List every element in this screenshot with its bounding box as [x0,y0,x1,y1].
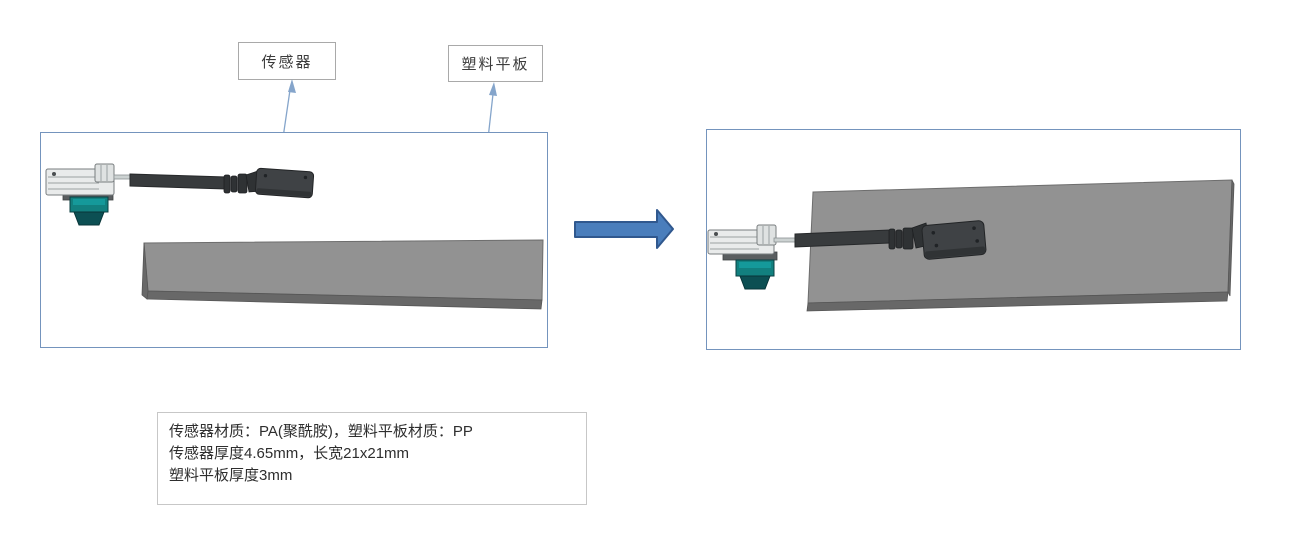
plate-label-text: 塑料平板 [461,56,530,73]
after-assembly-drawing [707,179,1235,312]
sensor-probe [69,196,109,226]
callout-label-sensor: 传感器 [238,42,336,80]
transform-right-arrow [574,209,674,249]
sensor-label-text: 传感器 [261,53,313,71]
spec-text-box: 传感器材质：PA(聚酰胺)，塑料平板材质：PP 传感器厚度4.65mm，长宽21… [157,412,587,505]
before-assembly-panel [40,132,548,348]
spec-line-materials: 传感器材质：PA(聚酰胺)，塑料平板材质：PP [169,423,473,440]
sensor-cable [794,222,931,250]
sensor-head [921,220,987,260]
sensor-assembly [707,220,987,290]
sensor-head [254,167,315,199]
sensor-cable [129,170,262,194]
plastic-plate-3d [806,179,1235,312]
callout-label-plate: 塑料平板 [448,45,543,82]
spec-line-plate-thickness: 塑料平板厚度3mm [169,467,293,484]
after-assembly-panel [706,129,1241,350]
sensor-wire [113,174,132,180]
sensor-connector [45,163,115,201]
spec-line-sensor-size: 传感器厚度4.65mm，长宽21x21mm [169,445,410,462]
sensor-probe [735,259,775,290]
sensor-wire [773,237,797,243]
sensor-assembly [45,163,315,226]
before-assembly-drawing [45,163,544,310]
sensor-connector [707,224,778,261]
plastic-plate-3d [141,239,544,310]
